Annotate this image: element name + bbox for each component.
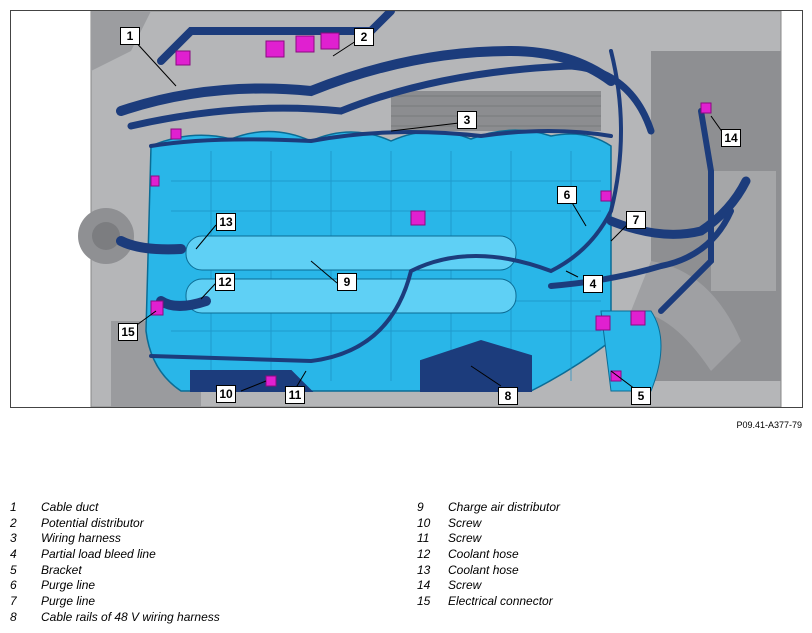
engine-diagram: 1 2 3 4 5 6 7 8 9 10 11 12 13 14 15 [10, 10, 803, 408]
callout-15: 15 [118, 323, 138, 341]
connectors [150, 32, 712, 387]
callout-12: 12 [215, 273, 235, 291]
engine-illustration [78, 11, 782, 407]
wiring-harness [116, 11, 751, 392]
callout-11: 11 [285, 386, 305, 404]
callout-9: 9 [337, 273, 357, 291]
callout-4: 4 [583, 275, 603, 293]
callout-2: 2 [354, 28, 374, 46]
callout-5: 5 [631, 387, 651, 405]
callout-7: 7 [626, 211, 646, 229]
callout-1: 1 [120, 27, 140, 45]
figure-reference: P09.41-A377-79 [736, 420, 802, 430]
callout-10: 10 [216, 385, 236, 403]
callout-14: 14 [721, 129, 741, 147]
callout-3: 3 [457, 111, 477, 129]
callout-6: 6 [557, 186, 577, 204]
callout-13: 13 [216, 213, 236, 231]
charge-air-distributor [145, 129, 612, 392]
callout-8: 8 [498, 387, 518, 405]
